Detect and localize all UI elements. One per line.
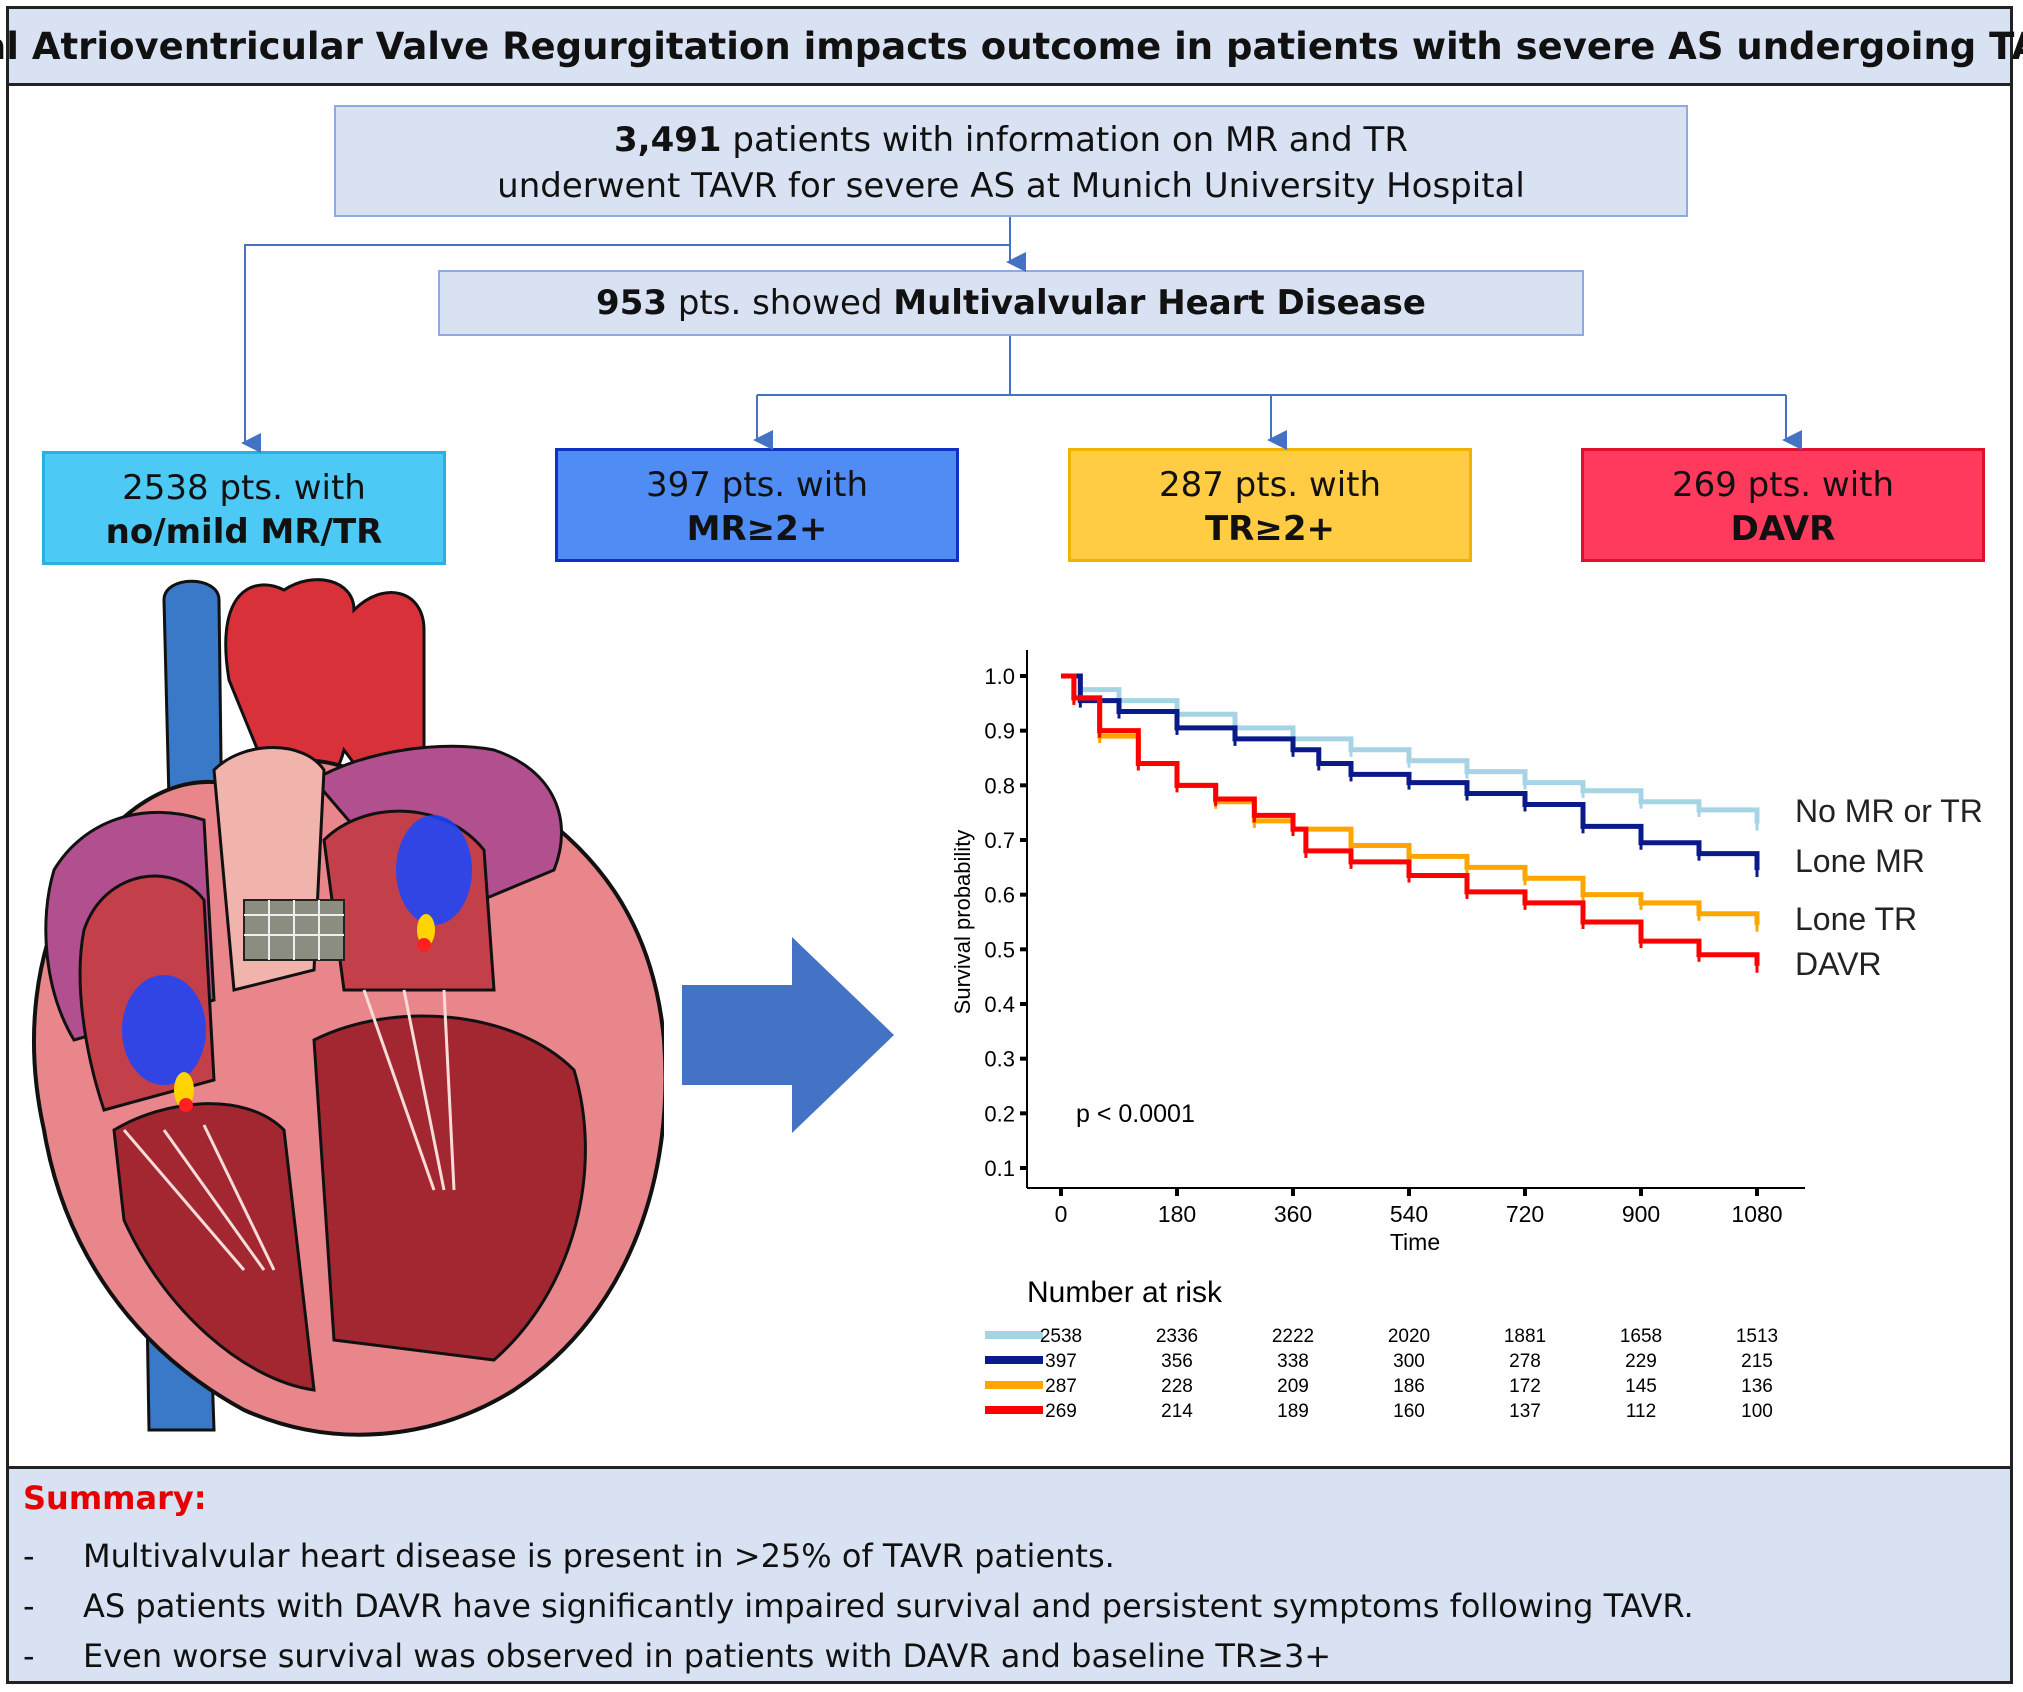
risk-table-cell: 338 <box>1277 1351 1309 1372</box>
survival-curve <box>1061 673 1760 824</box>
summary-title: Summary: <box>23 1479 207 1517</box>
y-tick-label: 0.4 <box>984 992 1015 1017</box>
risk-table-cell: 300 <box>1393 1351 1425 1372</box>
risk-table-cell: 2336 <box>1156 1326 1198 1347</box>
risk-table-cell: 186 <box>1393 1376 1425 1397</box>
x-tick-label: 900 <box>1622 1201 1660 1227</box>
risk-table-cell: 215 <box>1741 1351 1773 1372</box>
risk-table-cell: 145 <box>1625 1376 1657 1397</box>
series-label: Lone MR <box>1795 843 1925 879</box>
y-tick-label: 0.7 <box>984 828 1015 853</box>
survival-curve <box>1061 673 1760 966</box>
y-tick-label: 0.1 <box>984 1156 1015 1181</box>
x-tick-label: 1080 <box>1731 1201 1782 1227</box>
group-box-tr: 287 pts. with TR≥2+ <box>1068 448 1472 562</box>
risk-table-cell: 1658 <box>1620 1326 1662 1347</box>
group-label: MR≥2+ <box>686 509 828 549</box>
series-label: Lone TR <box>1795 901 1917 937</box>
bullet-text: Multivalvular heart disease is present i… <box>83 1537 1115 1575</box>
x-tick-label: 540 <box>1390 1201 1428 1227</box>
bullet-dash: - <box>23 1637 35 1675</box>
risk-table-cell: 160 <box>1393 1401 1425 1422</box>
mvhd-count: 953 <box>596 283 668 323</box>
x-tick-label: 0 <box>1055 1201 1068 1227</box>
survival-curve <box>1061 673 1760 871</box>
risk-table-cell: 1881 <box>1504 1326 1546 1347</box>
mvhd-label: Multivalvular Heart Disease <box>893 283 1426 323</box>
bullet-text: AS patients with DAVR have significantly… <box>83 1587 1694 1625</box>
risk-table-cell: 2222 <box>1272 1326 1314 1347</box>
cohort-line-1-text: patients with information on MR and TR <box>721 120 1408 160</box>
risk-table-title: Number at risk <box>1027 1276 1223 1309</box>
y-tick-label: 0.9 <box>984 719 1015 744</box>
group-box-mr: 397 pts. with MR≥2+ <box>555 448 959 562</box>
risk-table-cell: 209 <box>1277 1376 1309 1397</box>
group-box-davr: 269 pts. with DAVR <box>1581 448 1985 562</box>
risk-table-cell: 2020 <box>1388 1326 1430 1347</box>
series-label: No MR or TR <box>1795 793 1983 829</box>
x-tick-label: 720 <box>1506 1201 1544 1227</box>
summary-bullet: - AS patients with DAVR have significantl… <box>23 1587 1694 1625</box>
risk-table-cell: 214 <box>1161 1401 1193 1422</box>
cohort-box: 3,491 patients with information on MR an… <box>334 105 1688 217</box>
risk-table-cell: 278 <box>1509 1351 1541 1372</box>
summary-bullet: - Even worse survival was observed in pat… <box>23 1637 1331 1675</box>
bullet-dash: - <box>23 1537 35 1575</box>
mvhd-text: pts. showed <box>667 283 894 323</box>
x-tick-label: 360 <box>1274 1201 1312 1227</box>
y-tick-label: 0.5 <box>984 937 1015 962</box>
group-count: 397 pts. with <box>645 465 869 505</box>
risk-table-cell: 189 <box>1277 1401 1309 1422</box>
connector-to-no-mild <box>241 244 1010 453</box>
group-count: 269 pts. with <box>1671 465 1895 505</box>
group-count: 2538 pts. with <box>122 468 366 508</box>
summary-bullet: - Multivalvular heart disease is present … <box>23 1537 1115 1575</box>
risk-table-cell: 2538 <box>1040 1326 1082 1347</box>
cohort-line-1: 3,491 patients with information on MR an… <box>336 117 1686 163</box>
cohort-count: 3,491 <box>614 120 722 160</box>
figure-title: Dual Atrioventricular Valve Regurgitatio… <box>0 6 2023 86</box>
y-axis-label: Survival probability <box>950 830 975 1015</box>
group-label: DAVR <box>1730 509 1836 549</box>
group-count: 287 pts. with <box>1158 465 1382 505</box>
y-tick-label: 0.8 <box>984 773 1015 798</box>
bullet-text: Even worse survival was observed in pati… <box>83 1637 1332 1675</box>
risk-table-cell: 287 <box>1045 1376 1077 1397</box>
risk-table-cell: 228 <box>1161 1376 1193 1397</box>
p-value-label: p < 0.0001 <box>1076 1100 1195 1128</box>
y-tick-label: 1.0 <box>984 664 1015 689</box>
x-tick-label: 180 <box>1158 1201 1196 1227</box>
y-tick-label: 0.2 <box>984 1101 1015 1126</box>
x-axis-label: Time <box>1390 1229 1440 1255</box>
cohort-line-2: underwent TAVR for severe AS at Munich U… <box>497 166 1525 206</box>
series-label: DAVR <box>1795 946 1882 982</box>
risk-table-cell: 112 <box>1626 1401 1656 1422</box>
risk-table-cell: 356 <box>1161 1351 1193 1372</box>
risk-table-cell: 136 <box>1741 1376 1773 1397</box>
group-label: no/mild MR/TR <box>105 512 383 552</box>
risk-table-cell: 1513 <box>1736 1326 1778 1347</box>
group-box-no-mild: 2538 pts. with no/mild MR/TR <box>42 451 446 565</box>
big-arrow-icon <box>682 937 894 1133</box>
y-tick-label: 0.6 <box>984 883 1015 908</box>
y-tick-label: 0.3 <box>984 1047 1015 1072</box>
risk-table-cell: 172 <box>1509 1376 1541 1397</box>
risk-table-cell: 397 <box>1045 1351 1077 1372</box>
risk-table-cell: 269 <box>1045 1401 1077 1422</box>
bullet-dash: - <box>23 1587 35 1625</box>
risk-table-cell: 100 <box>1741 1401 1773 1422</box>
heart-illustration-icon <box>32 578 664 1437</box>
group-label: TR≥2+ <box>1204 509 1335 549</box>
risk-table-cell: 229 <box>1625 1351 1657 1372</box>
mvhd-box: 953 pts. showed Multivalvular Heart Dise… <box>438 270 1584 336</box>
summary-panel: Summary: - Multivalvular heart disease is… <box>6 1466 2013 1684</box>
risk-table-cell: 137 <box>1509 1401 1541 1422</box>
